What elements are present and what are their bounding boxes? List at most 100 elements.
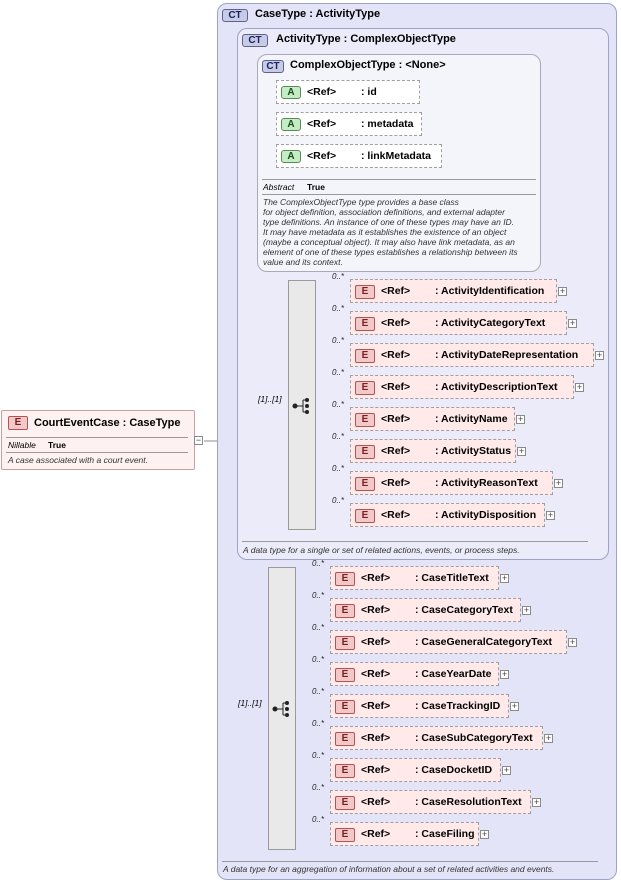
doc-line: for object definition, association defin…: [263, 207, 505, 217]
sequence-element[interactable]: E<Ref>: ActivityIdentification: [350, 279, 557, 303]
element-badge: E: [335, 572, 355, 586]
abstract-value: True: [307, 182, 325, 192]
complex-object-type-name: ComplexObjectType : <None>: [290, 59, 446, 71]
attribute-name: : metadata: [361, 118, 414, 130]
activity-sequence-compositor[interactable]: [288, 280, 316, 530]
element-ref: <Ref>: [381, 445, 411, 457]
element-cardinality: 0..*: [332, 496, 345, 505]
attribute-badge: A: [281, 118, 301, 131]
element-ref: <Ref>: [361, 828, 391, 840]
element-name: : CaseTitleText: [415, 572, 489, 584]
doc-line: value and its context.: [263, 257, 343, 267]
divider: [262, 194, 536, 195]
element-badge: E: [335, 668, 355, 682]
element-ref: <Ref>: [361, 604, 391, 616]
element-badge: E: [335, 700, 355, 714]
sequence-element[interactable]: E<Ref>: CaseCategoryText: [330, 598, 521, 622]
expand-button[interactable]: +: [500, 669, 509, 679]
expand-button[interactable]: +: [502, 765, 511, 775]
case-sequence-compositor[interactable]: [268, 567, 296, 850]
element-ref: <Ref>: [381, 509, 411, 521]
element-cardinality: 0..*: [312, 751, 325, 760]
expand-button[interactable]: +: [500, 573, 509, 583]
expand-button[interactable]: +: [516, 414, 525, 424]
attribute-link-metadata[interactable]: A <Ref> : linkMetadata: [276, 144, 442, 168]
expand-button[interactable]: +: [568, 318, 577, 328]
expand-button[interactable]: +: [568, 637, 577, 647]
sequence-element[interactable]: E <Ref> : ActivityReasonText: [350, 471, 553, 495]
element-cardinality: 0..*: [332, 368, 345, 377]
sequence-multiplicity: [1]..[1]: [258, 394, 282, 404]
element-ref: <Ref>: [381, 477, 411, 489]
element-badge: E: [355, 317, 375, 331]
element-name: : CaseCategoryText: [415, 604, 513, 616]
sequence-element[interactable]: E<Ref>: CaseDocketID: [330, 758, 501, 782]
sequence-element[interactable]: E<Ref>: ActivityStatus: [350, 439, 516, 463]
expand-button[interactable]: +: [510, 701, 519, 711]
element-name: : ActivityReasonText: [435, 477, 538, 489]
element-ref: <Ref>: [361, 732, 391, 744]
sequence-element[interactable]: E<Ref>: CaseGeneralCategoryText: [330, 630, 567, 654]
element-ref: <Ref>: [381, 285, 411, 297]
sequence-icon: [292, 398, 309, 414]
sequence-element[interactable]: E<Ref>: CaseSubCategoryText: [330, 726, 543, 750]
element-ref: <Ref>: [361, 636, 391, 648]
element-ref: <Ref>: [381, 317, 411, 329]
element-cardinality: 0..*: [312, 591, 325, 600]
element-cardinality: 0..*: [332, 432, 345, 441]
divider: [262, 179, 536, 180]
expand-button[interactable]: +: [554, 478, 563, 488]
element-cardinality: 0..*: [332, 272, 345, 281]
expand-button[interactable]: +: [558, 286, 567, 296]
element-name: : ActivityDescriptionText: [435, 381, 558, 393]
expand-button[interactable]: +: [546, 510, 555, 520]
sequence-element[interactable]: E<Ref>: ActivityName: [350, 407, 515, 431]
attribute-ref: <Ref>: [307, 118, 337, 130]
element-cardinality: 0..*: [332, 464, 345, 473]
sequence-element[interactable]: E<Ref>: CaseFiling: [330, 822, 479, 846]
sequence-element[interactable]: E<Ref>: ActivityCategoryText: [350, 311, 567, 335]
expand-button[interactable]: +: [544, 733, 553, 743]
element-cardinality: 0..*: [312, 559, 325, 568]
expand-button[interactable]: +: [532, 797, 541, 807]
element-ref: <Ref>: [361, 764, 391, 776]
element-badge: E: [355, 413, 375, 427]
doc-line: The ComplexObjectType type provides a ba…: [263, 197, 459, 207]
attribute-name: : linkMetadata: [361, 150, 432, 162]
collapse-button[interactable]: −: [194, 435, 203, 445]
expand-button[interactable]: +: [480, 829, 489, 839]
root-element-box[interactable]: E CourtEventCase : CaseType Nillable Tru…: [1, 410, 195, 470]
expand-button[interactable]: +: [575, 382, 584, 392]
element-name: : CaseResolutionText: [415, 796, 522, 808]
sequence-element[interactable]: E<Ref>: ActivityDescriptionText: [350, 375, 574, 399]
activity-type-name: ActivityType : ComplexObjectType: [276, 33, 456, 45]
attribute-id[interactable]: A <Ref> : id: [276, 80, 420, 104]
element-cardinality: 0..*: [312, 783, 325, 792]
element-badge: E: [355, 477, 375, 491]
nillable-label: Nillable: [8, 440, 36, 450]
element-name: : CaseDocketID: [415, 764, 493, 776]
sequence-element[interactable]: E<Ref>: ActivityDateRepresentation: [350, 343, 594, 367]
element-cardinality: 0..*: [312, 815, 325, 824]
attribute-metadata[interactable]: A <Ref> : metadata: [276, 112, 422, 136]
expand-button[interactable]: +: [522, 605, 531, 615]
element-badge: E: [335, 828, 355, 842]
sequence-element[interactable]: E<Ref>: CaseResolutionText: [330, 790, 531, 814]
doc-line: type definitions. An instance of one of …: [263, 217, 515, 227]
doc-line: (maybe a conceptual object). It may also…: [263, 237, 515, 247]
element-ref: <Ref>: [361, 700, 391, 712]
element-badge: E: [355, 285, 375, 299]
expand-button[interactable]: +: [517, 446, 526, 456]
root-documentation: A case associated with a court event.: [8, 455, 149, 465]
divider: [6, 452, 188, 453]
attribute-name: : id: [361, 86, 377, 98]
element-badge: E: [335, 636, 355, 650]
expand-button[interactable]: +: [595, 350, 604, 360]
sequence-element[interactable]: E<Ref>: ActivityDisposition: [350, 503, 545, 527]
sequence-element[interactable]: E<Ref>: CaseTitleText: [330, 566, 499, 590]
nillable-value: True: [48, 440, 66, 450]
sequence-multiplicity: [1]..[1]: [238, 698, 262, 708]
element-cardinality: 0..*: [312, 719, 325, 728]
sequence-element[interactable]: E<Ref>: CaseYearDate: [330, 662, 499, 686]
sequence-element[interactable]: E<Ref>: CaseTrackingID: [330, 694, 509, 718]
